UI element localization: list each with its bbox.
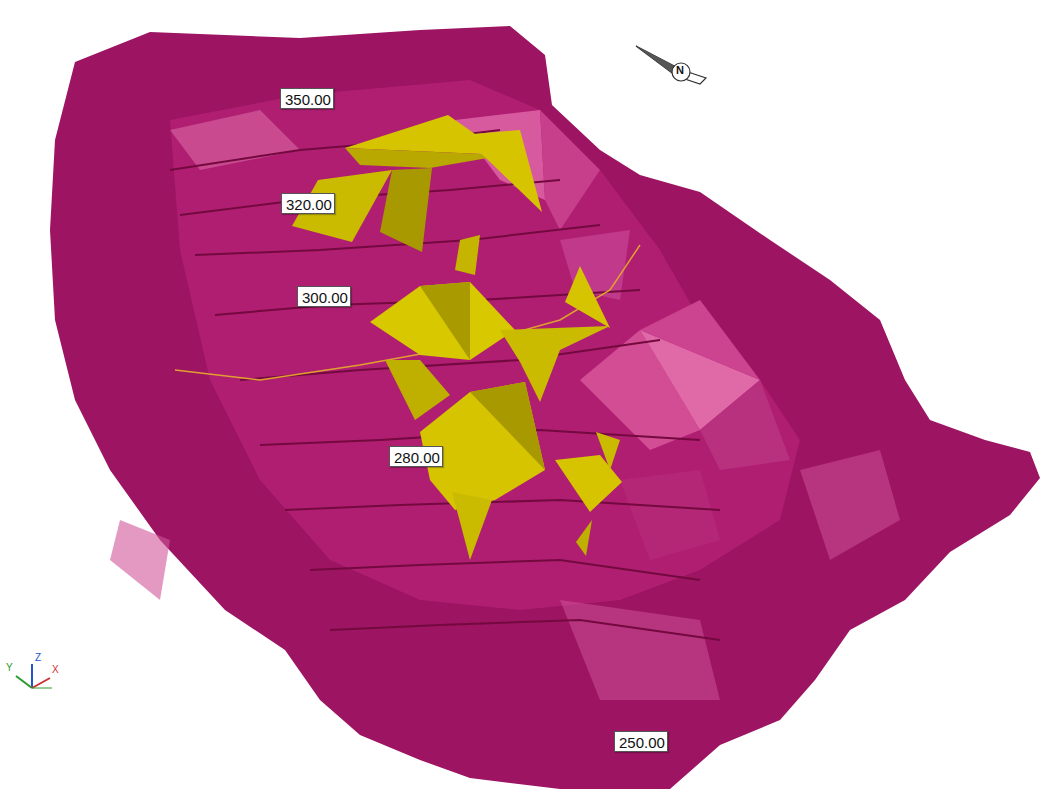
elevation-label: 300.00 [297,286,351,307]
elevation-text: 250.00 [619,734,663,751]
elevation-label: 280.00 [389,446,443,467]
axis-letter: Y [6,662,13,673]
axis-letter: X [52,664,59,675]
elevation-label: 320.00 [281,193,335,214]
north-letter: N [676,64,684,76]
elevation-text: 300.00 [302,289,346,306]
elevation-text: 350.00 [285,91,329,108]
elevation-label: 250.00 [614,731,668,752]
elevation-text: 320.00 [286,196,330,213]
axis-letter: Z [35,652,41,663]
elevation-text: 280.00 [394,449,438,466]
terrain-outline [50,26,1040,789]
elevation-label: 350.00 [280,88,334,109]
